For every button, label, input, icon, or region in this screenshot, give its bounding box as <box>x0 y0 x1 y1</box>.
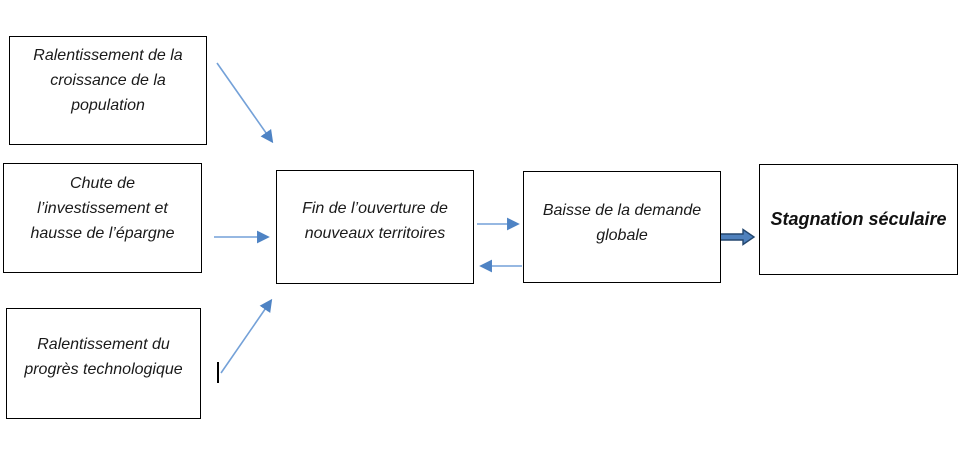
box-text-line: population <box>71 97 145 114</box>
arrow-technology-to-territories <box>220 298 273 374</box>
arrow-population-to-territories <box>216 62 274 144</box>
box-investment-savings: Chute de l’investissement et hausse de l… <box>3 163 202 273</box>
box-text-line: Fin de l’ouverture de <box>302 200 448 217</box>
box-text-line: croissance de la <box>50 72 166 89</box>
thick-arrow-demand-to-stagnation <box>716 228 756 246</box>
box-text-line: l’investissement et <box>37 200 168 217</box>
box-text-line: Ralentissement du <box>37 336 170 353</box>
box-text-line: Stagnation séculaire <box>770 209 947 229</box>
box-text-line: globale <box>596 227 648 244</box>
text-cursor <box>217 362 219 383</box>
box-population: Ralentissement de la croissance de la po… <box>9 36 207 145</box>
box-text-line: Chute de <box>70 175 135 192</box>
box-tech-progress: Ralentissement du progrès technologique <box>6 308 201 419</box>
box-global-demand: Baisse de la demande globale <box>523 171 721 283</box>
box-text-line: progrès technologique <box>24 361 183 378</box>
box-text-line: Baisse de la demande <box>542 202 702 219</box>
box-territories: Fin de l’ouverture de nouveaux territoir… <box>276 170 474 284</box>
box-text-line: hausse de l’épargne <box>30 225 175 242</box>
box-text-line: nouveaux territoires <box>304 225 446 242</box>
box-text-line: Ralentissement de la <box>33 47 183 64</box>
box-secular-stagnation: Stagnation séculaire <box>759 164 958 275</box>
